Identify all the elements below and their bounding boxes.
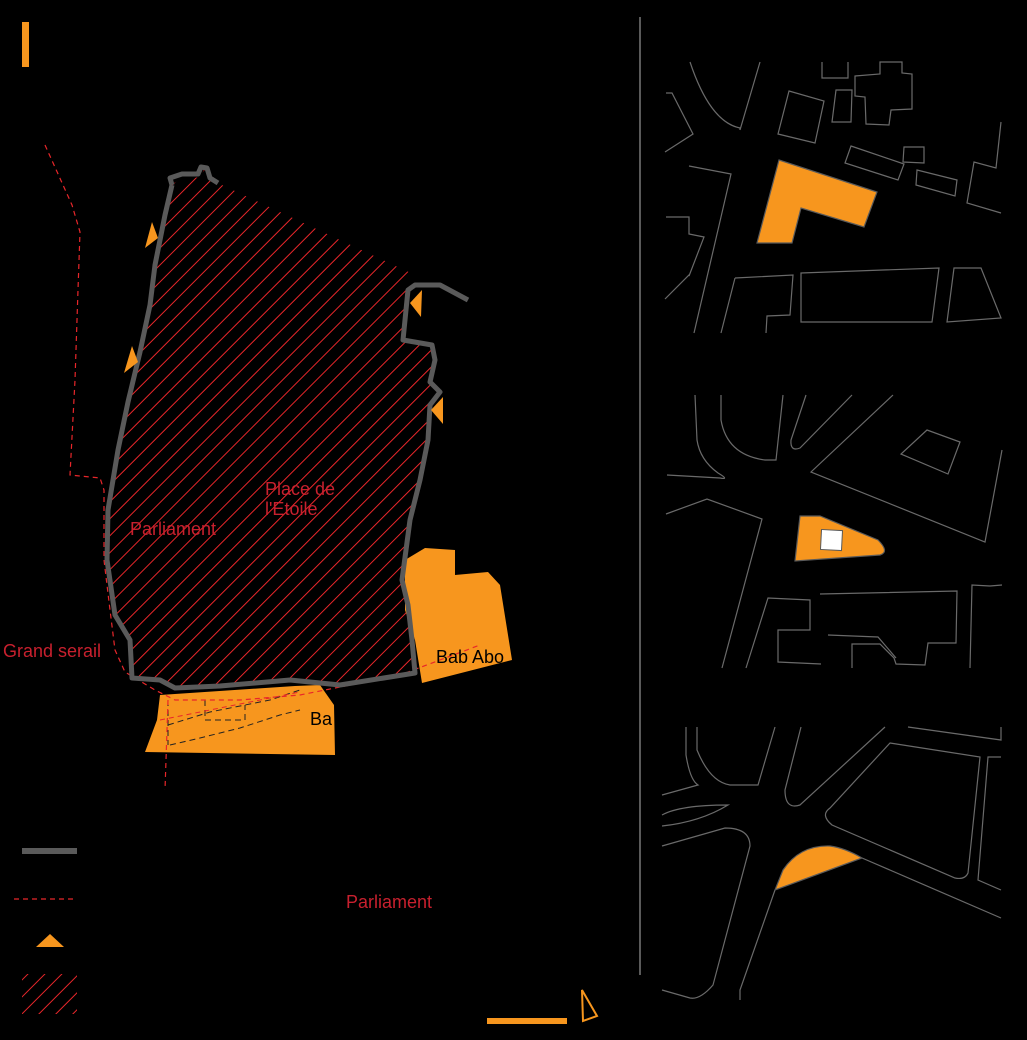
legend-gray-line-icon (22, 848, 77, 854)
label-grand-serail: Grand serail (3, 641, 102, 661)
entrance-marker-icon (410, 290, 422, 317)
inset-bottom-highlight (773, 845, 864, 892)
north-arrow-icon (581, 989, 599, 1023)
legend-hatch-icon (22, 974, 77, 1014)
scale-bar (487, 1018, 567, 1024)
entrance-marker-icon (431, 397, 443, 424)
inset-top-highlight (756, 159, 878, 244)
label-bab-abou: Bab Abo (436, 647, 505, 667)
entrance-markers (124, 222, 443, 424)
title-accent-bar (22, 22, 29, 67)
legend-triangle-icon (36, 934, 64, 947)
inset-bottom (661, 726, 1002, 1000)
label-bab: Ba (310, 709, 333, 729)
label-parliament: Parliament (130, 519, 217, 539)
inset-middle (665, 394, 1003, 669)
legend-example-label: Parliament (346, 892, 433, 912)
entrance-marker-icon (145, 222, 158, 248)
legend (14, 848, 77, 1014)
orange-plot-bab-abou (405, 548, 512, 683)
entrance-marker-icon (124, 346, 138, 373)
label-place-etoile: Place de l'Etoile (265, 479, 336, 519)
boundary-line (104, 164, 470, 691)
red-dashed-route (44, 144, 481, 791)
inset-middle-white-block (819, 528, 844, 552)
inset-top (664, 61, 1002, 334)
